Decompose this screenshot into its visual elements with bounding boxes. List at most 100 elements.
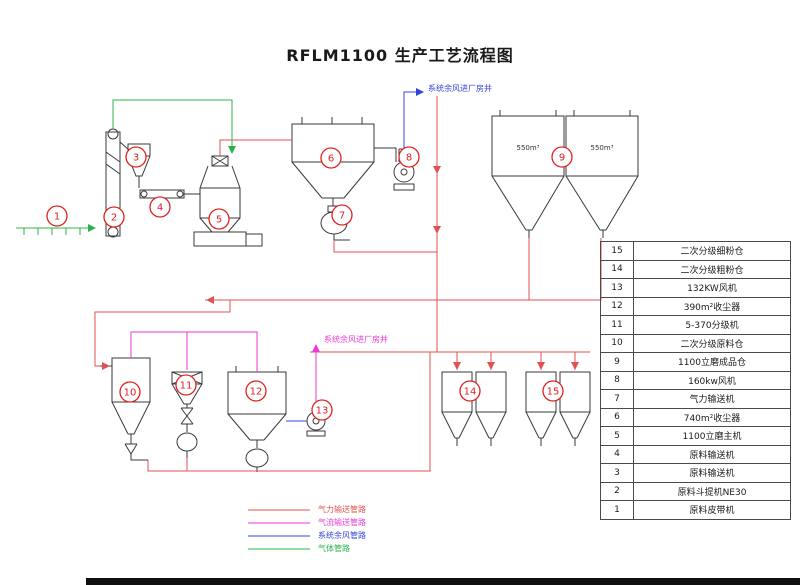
badge-number-15: 15: [547, 387, 560, 398]
equipment-number: 14: [600, 259, 634, 279]
equipment-number: 12: [600, 296, 634, 316]
equipment-number: 8: [600, 370, 634, 390]
badge-circle-1: [46, 205, 68, 227]
equipment-number: 10: [600, 333, 634, 353]
equipment-number: 6: [600, 407, 634, 427]
equipment-number: 3: [600, 463, 634, 483]
equipment-name: 5-370分级机: [633, 315, 791, 335]
equipment-outlines: [100, 110, 639, 472]
collector-pot-12: [245, 448, 269, 468]
bottom-border-line: [86, 578, 800, 585]
badge-circle-3: [125, 146, 147, 168]
equipment-number: 13: [600, 278, 634, 298]
equipment-name: 1100立磨主机: [633, 426, 791, 446]
equipment-number: 4: [600, 444, 634, 464]
badge-circle-12: [245, 380, 267, 402]
equipment-name: 二次分级原料仓: [633, 333, 791, 353]
badge-number-14: 14: [464, 387, 477, 398]
equipment-number: 11: [600, 315, 634, 335]
badge-circle-8: [398, 146, 420, 168]
silo-right-label: 550m³: [591, 144, 614, 152]
equipment-number: 9: [600, 352, 634, 372]
equipment-number: 7: [600, 389, 634, 409]
conveyor-roller-left: [140, 190, 148, 198]
equipment-name: 原料皮带机: [633, 500, 791, 520]
badge-number-3: 3: [133, 153, 139, 164]
badge-circle-9: [551, 146, 573, 168]
equipment-number: 2: [600, 481, 634, 501]
pipes-gas: [16, 99, 233, 235]
residual-air-note-top: 系统余风进厂房井: [428, 84, 492, 93]
legend-label: 系统余风管路: [318, 531, 366, 540]
badge-number-6: 6: [328, 154, 334, 165]
badge-circle-6: [320, 147, 342, 169]
equipment-number: 15: [600, 241, 634, 261]
pneumatic-line-swatch: [248, 509, 310, 510]
badge-number-4: 4: [157, 203, 163, 214]
equipment-name: 二次分级粗粉仓: [633, 259, 791, 279]
badge-number-1: 1: [54, 212, 60, 223]
badge-circle-14: [459, 380, 481, 402]
equipment-name: 390m²收尘器: [633, 296, 791, 316]
legend-item-residual: 系统余风管路: [248, 529, 366, 542]
badge-number-11: 11: [180, 381, 193, 392]
equipment-badge-circles: [46, 146, 573, 421]
badge-number-2: 2: [111, 213, 117, 224]
badge-number-13: 13: [316, 406, 329, 417]
badge-circle-15: [542, 380, 564, 402]
equipment-name: 160kw风机: [633, 370, 791, 390]
pipes-residual: [286, 91, 420, 422]
equipment-name: 1100立磨成品仓: [633, 352, 791, 372]
pipes-airflow: [130, 331, 317, 412]
equipment-number: 5: [600, 426, 634, 446]
legend-item-pneumatic: 气力输送管路: [248, 503, 366, 516]
airflow-line-swatch: [248, 522, 310, 523]
badge-circle-13: [311, 399, 333, 421]
equipment-name: 740m²收尘器: [633, 407, 791, 427]
badge-circle-4: [149, 196, 171, 218]
badge-number-9: 9: [559, 153, 565, 164]
badge-circle-10: [119, 381, 141, 403]
pipes-pneumatic: [94, 96, 602, 472]
legend-label: 气体管路: [318, 544, 350, 553]
legend-item-gas: 气体管路: [248, 542, 366, 555]
page-title: RFLM1100 生产工艺流程图: [286, 46, 514, 65]
pipeline-legend: 气力输送管路 气流输送管路 系统余风管路 气体管路: [248, 503, 366, 555]
badge-circle-11: [175, 374, 197, 396]
equipment-badge-numbers: 1 2 3 4 5 6 7 8 9 10 11 12 13 14 15: [54, 153, 565, 417]
gas-pipe-lines: [16, 99, 233, 235]
equipment-name: 气力输送机: [633, 389, 791, 409]
silo-labels: 550m³ 550m³: [517, 144, 614, 152]
residual-line-swatch: [248, 535, 310, 536]
residual-air-note-mid: 系统余风进厂房井: [324, 335, 388, 344]
legend-item-airflow: 气流输送管路: [248, 516, 366, 529]
airflow-arrowheads: [312, 344, 320, 352]
pneumatic-pipe-lines: [94, 96, 602, 472]
pipes-residual-arrows: [416, 88, 424, 96]
badge-number-7: 7: [339, 211, 345, 222]
elevator-top-pulley: [107, 128, 119, 140]
equipment-name: 原料输送机: [633, 463, 791, 483]
badge-circle-5: [208, 208, 230, 230]
classifier-pot-11: [176, 432, 198, 452]
legend-label: 气流输送管路: [318, 518, 366, 527]
equipment-name: 原料输送机: [633, 444, 791, 464]
badge-number-10: 10: [124, 388, 137, 399]
residual-arrowheads: [416, 88, 424, 96]
equipment-name: 132KW风机: [633, 278, 791, 298]
